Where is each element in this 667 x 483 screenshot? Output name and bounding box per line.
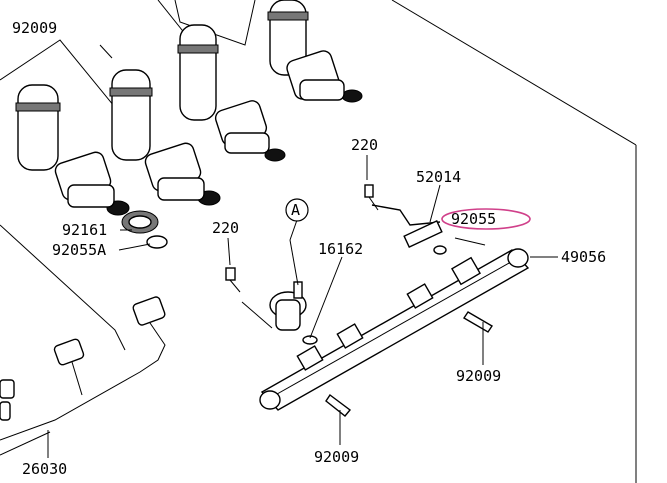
bolt-220-upper[interactable] <box>364 184 379 211</box>
seal-92161[interactable] <box>121 210 159 234</box>
label-92161[interactable]: 92161 <box>62 221 107 239</box>
wire-harness-26030[interactable] <box>0 296 166 456</box>
fuel-pipe-52014[interactable] <box>371 204 447 255</box>
bolt-92009-bottom[interactable] <box>325 393 352 417</box>
highlight-ellipse <box>441 208 531 230</box>
callout-a-label: A <box>291 201 300 219</box>
leader-lines <box>47 44 558 458</box>
injector-4[interactable] <box>15 84 130 216</box>
frame-lines <box>0 0 637 483</box>
label-92009-right[interactable]: 92009 <box>456 367 501 385</box>
label-52014[interactable]: 52014 <box>416 168 461 186</box>
label-92055[interactable]: 92055 <box>451 210 496 228</box>
o-ring-92055a[interactable] <box>146 235 168 249</box>
injector-2[interactable] <box>177 24 286 162</box>
label-49056[interactable]: 49056 <box>561 248 606 266</box>
label-26030[interactable]: 26030 <box>22 460 67 478</box>
label-92055a[interactable]: 92055A <box>52 241 106 259</box>
label-92009-top[interactable]: 92009 <box>12 19 57 37</box>
label-220-upper[interactable]: 220 <box>351 136 378 154</box>
injector-1[interactable] <box>267 0 363 103</box>
injector-3[interactable] <box>109 69 221 206</box>
label-220-lower[interactable]: 220 <box>212 219 239 237</box>
bolt-220-lower[interactable] <box>225 267 241 293</box>
bolt-92009-right[interactable] <box>463 311 493 333</box>
fuel-rail-49056[interactable] <box>259 248 530 411</box>
label-92009-bottom[interactable]: 92009 <box>314 448 359 466</box>
label-16162[interactable]: 16162 <box>318 240 363 258</box>
callout-a-circle <box>285 198 309 222</box>
pressure-regulator-16162[interactable] <box>241 281 318 345</box>
